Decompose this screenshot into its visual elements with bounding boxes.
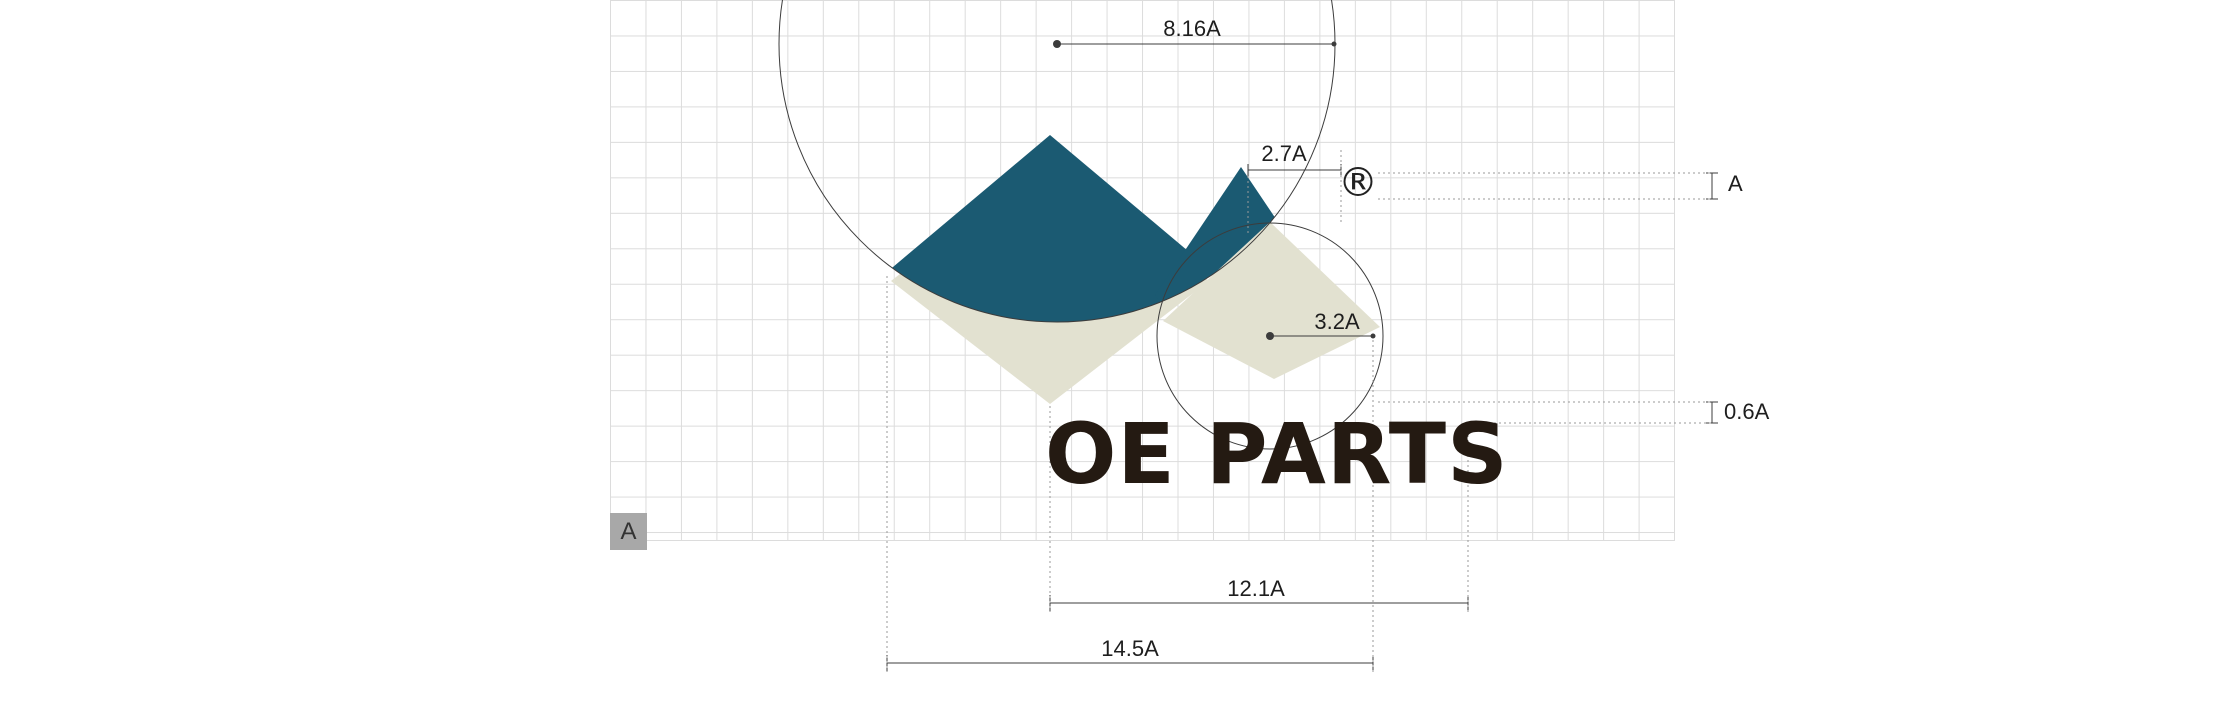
wordmark: OE PARTS (1045, 405, 1509, 503)
registered-mark: ® (1338, 160, 1378, 206)
teal-diamond-large (887, 135, 1213, 322)
dim-label-large-circle-radius: 8.16A (1163, 16, 1221, 41)
dim-label-text-gap: 0.6A (1724, 399, 1770, 424)
dim-label-peak-offset: 2.7A (1261, 141, 1307, 166)
beige-diamond-right (1163, 222, 1380, 379)
dim-label-wordmark-width: 12.1A (1227, 576, 1285, 601)
dim-label-symbol-width: 14.5A (1101, 636, 1159, 661)
dim-label-small-circle-radius: 3.2A (1314, 309, 1360, 334)
grid-unit-box: A (610, 513, 647, 550)
small-construction-circle (1156, 222, 1384, 450)
dotted-guides (886, 150, 1712, 672)
dim-label-registered-height: A (1728, 171, 1743, 196)
